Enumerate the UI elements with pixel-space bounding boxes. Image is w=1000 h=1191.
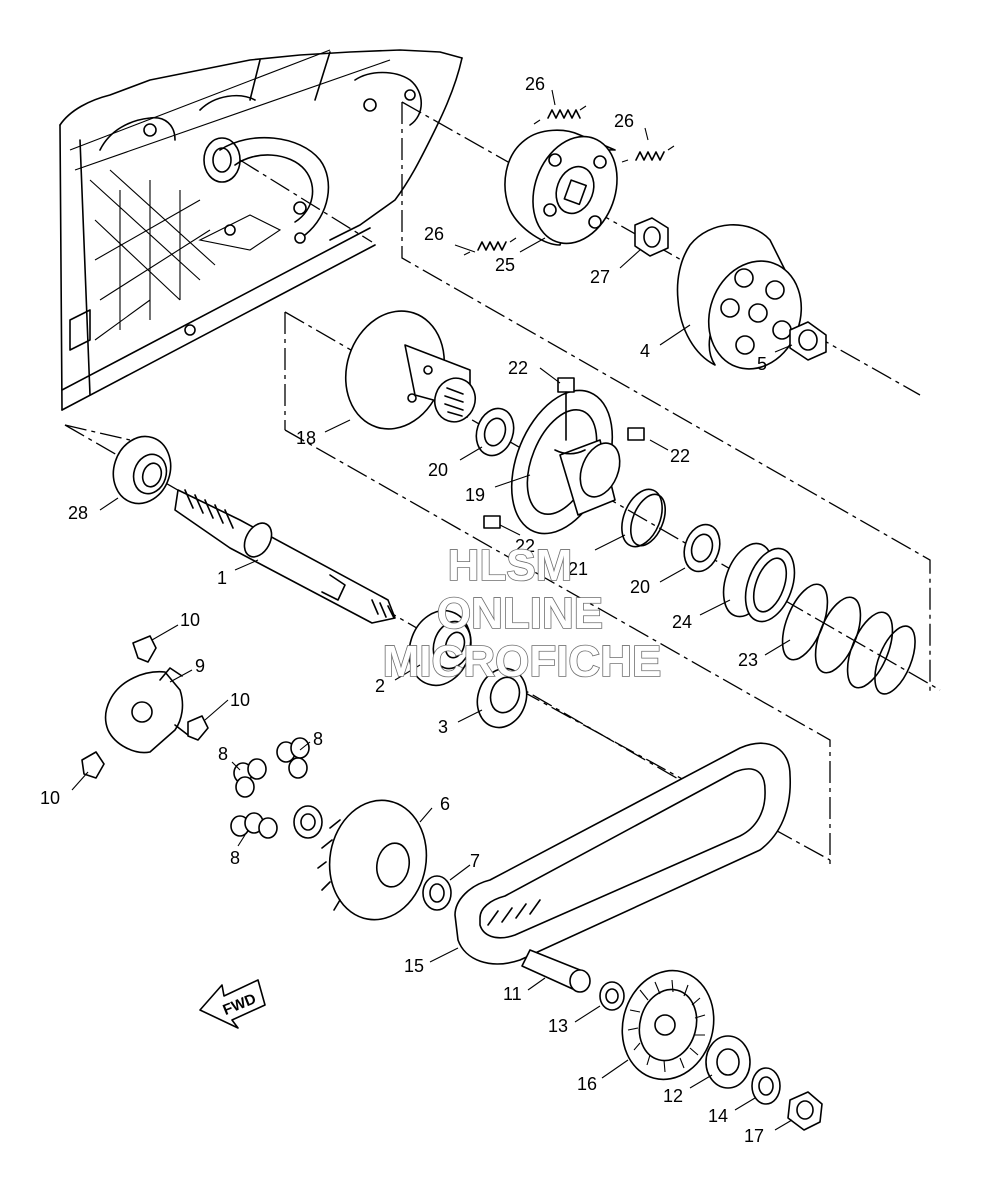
callout-9: 9 — [195, 656, 205, 676]
watermark-line-2: ONLINE — [437, 589, 603, 638]
callout-22: 22 — [670, 446, 690, 466]
spring-26 — [463, 105, 675, 256]
spring-seat-24 — [722, 542, 796, 623]
callout-27: 27 — [590, 267, 610, 287]
forward-arrow-icon: FWD — [199, 979, 266, 1029]
callout-8: 8 — [218, 744, 228, 764]
callout-26: 26 — [525, 74, 545, 94]
callout-26: 26 — [424, 224, 444, 244]
primary-shaft-1 — [174, 489, 396, 624]
callout-18: 18 — [296, 428, 316, 448]
clutch-carrier-25 — [504, 129, 618, 246]
collar-7 — [293, 805, 452, 911]
callout-17: 17 — [744, 1126, 764, 1146]
leader-lines — [71, 89, 793, 1131]
callout-14: 14 — [708, 1106, 728, 1126]
callout-10: 10 — [40, 788, 60, 808]
o-ring-21 — [621, 488, 666, 548]
callout-3: 3 — [438, 717, 448, 737]
callout-22: 22 — [515, 536, 535, 556]
one-way-clutch-12 — [705, 1035, 751, 1089]
callout-26: 26 — [614, 111, 634, 131]
primary-sheave-6 — [317, 799, 428, 921]
callout-8: 8 — [313, 729, 323, 749]
roller-weight-8 — [230, 737, 310, 839]
watermark-line-1: HLSM — [448, 541, 573, 590]
callout-labels: 26 26 26 25 27 4 5 22 22 22 18 20 19 21 … — [40, 74, 767, 1146]
washer-14 — [751, 1067, 781, 1105]
callout-8: 8 — [230, 848, 240, 868]
guide-pin-22 — [483, 377, 645, 529]
bearing-28 — [112, 435, 172, 505]
callout-7: 7 — [470, 851, 480, 871]
crankcase-housing — [59, 49, 463, 411]
callout-1: 1 — [217, 568, 227, 588]
callout-20: 20 — [428, 460, 448, 480]
watermark: HLSM ONLINE MICROFICHE — [382, 540, 662, 687]
nut-5 — [789, 321, 827, 361]
fixed-sheave-16 — [621, 969, 715, 1081]
callout-11: 11 — [503, 984, 522, 1004]
callout-25: 25 — [495, 255, 515, 275]
callout-20: 20 — [630, 577, 650, 597]
callout-6: 6 — [440, 794, 450, 814]
callout-28: 28 — [68, 503, 88, 523]
callout-12: 12 — [663, 1086, 683, 1106]
callout-10: 10 — [180, 610, 200, 630]
callout-2: 2 — [375, 676, 385, 696]
callout-5: 5 — [757, 354, 767, 374]
callout-23: 23 — [738, 650, 758, 670]
compression-spring-23 — [781, 583, 916, 695]
watermark-line-3: MICROFICHE — [383, 637, 662, 686]
collar-11 — [521, 949, 591, 993]
callout-15: 15 — [404, 956, 424, 976]
nut-17 — [787, 1091, 823, 1131]
washer-13 — [599, 981, 625, 1011]
callout-24: 24 — [672, 612, 692, 632]
callout-22: 22 — [508, 358, 528, 378]
slider-10 — [81, 635, 209, 779]
callout-13: 13 — [548, 1016, 568, 1036]
callout-19: 19 — [465, 485, 485, 505]
callout-16: 16 — [577, 1074, 597, 1094]
oil-seal-3 — [476, 667, 528, 729]
callout-21: 21 — [568, 559, 588, 579]
callout-4: 4 — [640, 341, 650, 361]
cam-9 — [104, 667, 189, 754]
clutch-housing-4 — [676, 223, 803, 370]
v-belt-15 — [454, 742, 791, 965]
callout-10: 10 — [230, 690, 250, 710]
oil-seal-20 — [475, 407, 721, 573]
secondary-sheave-18 — [344, 310, 476, 430]
sliding-sheave-19 — [510, 389, 621, 535]
bearing-2 — [408, 609, 472, 687]
assembly-guide-lines — [64, 101, 941, 865]
nut-27 — [634, 217, 669, 257]
